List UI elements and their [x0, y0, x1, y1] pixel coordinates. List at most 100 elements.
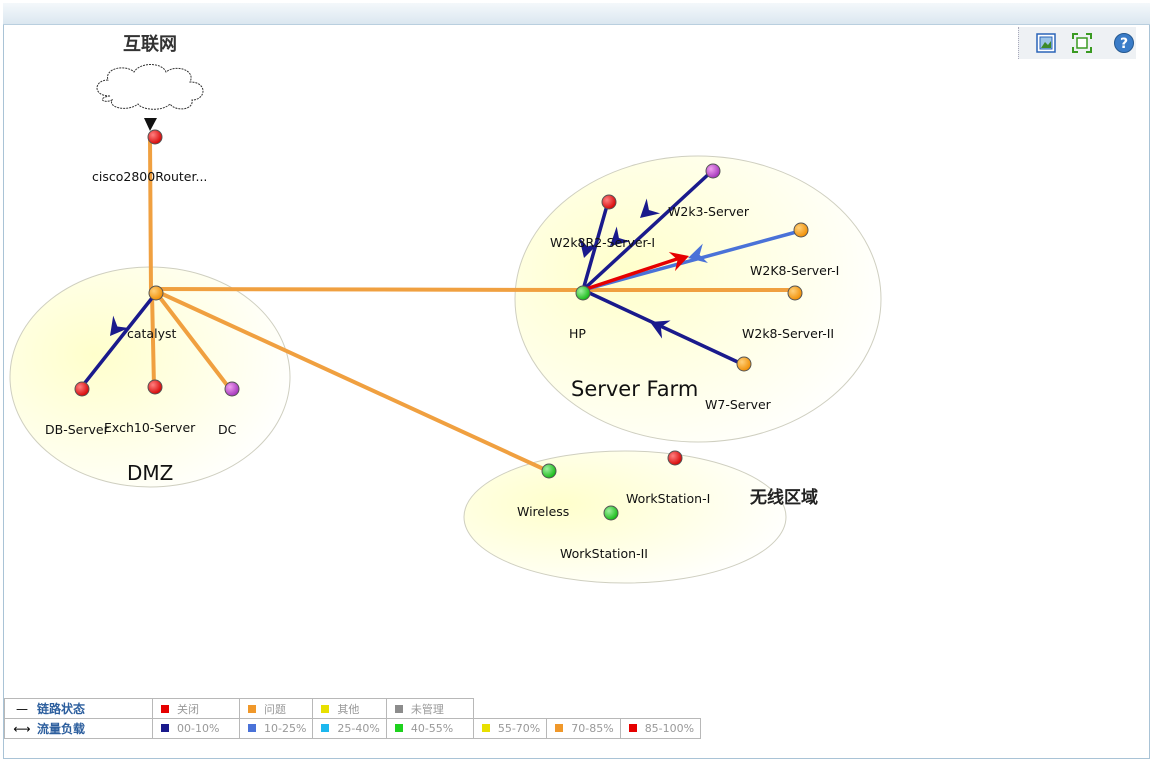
flow-arrows — [110, 198, 671, 339]
link-hp-red — [582, 255, 684, 292]
label-dc: DC — [218, 422, 237, 437]
legend-row-link-status: — 链路状态 关闭 问题 其他 未管理 — [4, 698, 701, 719]
legend-item-other: 其他 — [312, 698, 387, 719]
legend-head-link-status: — 链路状态 — [4, 698, 153, 719]
swatch-load-10-25 — [248, 724, 256, 732]
label-w2k8r2: W2k8R2-Server-I — [550, 235, 655, 250]
legend-head-traffic-load: ⟷ 流量负载 — [4, 718, 153, 739]
label-router: cisco2800Router... — [92, 169, 207, 184]
zone-title-internet: 互联网 — [123, 34, 177, 55]
swatch-other — [321, 704, 330, 713]
label-db-server: DB-Server — [45, 422, 110, 437]
legend-item-closed: 关闭 — [152, 698, 240, 719]
zone-title-server-farm: Server Farm — [571, 377, 698, 401]
device-nodes[interactable] — [74, 129, 809, 521]
arrow-w2k8-ii — [688, 243, 708, 264]
arrow-w2k3-low — [610, 226, 631, 246]
legend-item-load-25-40: 25-40% — [312, 718, 387, 739]
bidirectional-arrow-icon: ⟷ — [13, 722, 31, 736]
swatch-unmanaged — [394, 704, 403, 713]
zone-title-dmz: DMZ — [127, 461, 173, 485]
legend-item-problem: 问题 — [238, 698, 314, 719]
arrow-hp-w2k8r2 — [579, 237, 599, 258]
legend-item-label: 关闭 — [177, 702, 199, 716]
arrow-w7 — [650, 320, 671, 339]
swatch-load-25-40 — [321, 724, 330, 732]
legend-item-load-10-25: 10-25% — [238, 718, 314, 739]
link-catalyst-exch — [150, 291, 156, 389]
legend-item-load-55-70: 55-70% — [472, 718, 548, 739]
links-problem — [148, 136, 797, 473]
legend-item-load-85-100: 85-100% — [619, 718, 702, 739]
svg-text:?: ? — [1120, 36, 1128, 52]
legend-row-traffic-load: ⟷ 流量负载 00-10% 10-25% 25-40% 40-55% 55-70%… — [4, 718, 702, 739]
legend-item-load-40-55: 40-55% — [385, 718, 474, 739]
legend-item-load-70-85: 70-85% — [546, 718, 621, 739]
swatch-load-55-70 — [481, 724, 490, 732]
arrow-catalyst-db — [110, 315, 129, 336]
legend-table: — 链路状态 关闭 问题 其他 未管理 ⟷ 流量负载 00-10% 10-25% 2… — [4, 698, 702, 739]
swatch-problem — [248, 704, 256, 713]
label-w2k3: W2k3-Server — [668, 204, 750, 219]
link-hp-w2k8-ii — [582, 229, 801, 292]
map-toolbar: ? — [1018, 27, 1136, 59]
link-catalyst-dc — [156, 293, 232, 391]
label-hp: HP — [569, 326, 586, 341]
swatch-load-70-85 — [555, 724, 564, 732]
node-hp — [575, 285, 591, 301]
swatch-load-00-10 — [161, 724, 169, 732]
legend-item-label: 55-70% — [497, 722, 541, 735]
legend-item-label: 70-85% — [571, 722, 614, 735]
link-catalyst-db — [78, 291, 158, 391]
node-labels: cisco2800Router... catalyst DB-Server Ex… — [45, 169, 839, 561]
arrow-internet-router — [144, 118, 157, 131]
link-hp-w2k3 — [581, 169, 714, 292]
legend-item-load-00-10: 00-10% — [152, 718, 240, 739]
link-catalyst-wireless — [156, 290, 550, 473]
label-w2k8-i: W2K8-Server-I — [750, 263, 839, 278]
arrow-red-out — [668, 252, 689, 272]
legend-item-label: 25-40% — [337, 722, 380, 735]
node-wireless — [541, 463, 557, 479]
node-dc — [224, 381, 240, 397]
node-w2k3 — [705, 163, 721, 179]
link-line-icon: — — [16, 702, 28, 716]
legend-item-label: 未管理 — [410, 702, 444, 716]
legend-item-label: 40-55% — [410, 722, 454, 735]
label-w7: W7-Server — [705, 397, 772, 412]
fit-to-screen-icon[interactable] — [1071, 32, 1093, 54]
label-w2k8-ii: W2k8-Server-II — [742, 326, 834, 341]
zone-wireless[interactable] — [463, 450, 787, 584]
node-db-server — [74, 381, 90, 397]
link-hp-w7 — [581, 288, 744, 366]
node-w7 — [736, 356, 752, 372]
legend-item-unmanaged: 未管理 — [385, 698, 474, 719]
image-export-icon[interactable] — [1035, 32, 1057, 54]
label-ws-ii: WorkStation-II — [560, 546, 648, 561]
legend-link-status-label: 链路状态 — [37, 702, 86, 716]
label-catalyst: catalyst — [127, 326, 176, 341]
legend-item-label: 00-10% — [177, 722, 220, 735]
node-catalyst — [148, 285, 164, 301]
help-icon[interactable]: ? — [1113, 32, 1135, 54]
zone-server-farm[interactable] — [514, 155, 882, 443]
label-exch-server: Exch10-Server — [104, 420, 196, 435]
legend-item-label: 10-25% — [264, 722, 307, 735]
node-router — [147, 129, 163, 145]
node-ws-ii — [603, 505, 619, 521]
zone-title-wireless: 无线区域 — [749, 487, 818, 508]
link-catalyst-hp — [155, 287, 585, 292]
legend-item-label: 问题 — [264, 702, 286, 716]
label-wireless: Wireless — [517, 504, 569, 519]
legend-traffic-load-label: 流量负载 — [37, 722, 86, 736]
node-exch-server — [147, 379, 163, 395]
swatch-closed — [161, 704, 169, 713]
label-ws-i: WorkStation-I — [626, 491, 710, 506]
cloud-icon[interactable] — [96, 64, 204, 110]
node-w2k8r2 — [601, 194, 617, 210]
swatch-load-40-55 — [394, 724, 403, 732]
swatch-load-85-100 — [628, 724, 637, 732]
network-map[interactable]: 互联网 DMZ Server Farm 无线区域 cisco2800Router… — [0, 0, 1154, 698]
arrow-w2k3-up — [640, 198, 661, 218]
legend-item-label: 85-100% — [644, 722, 695, 735]
